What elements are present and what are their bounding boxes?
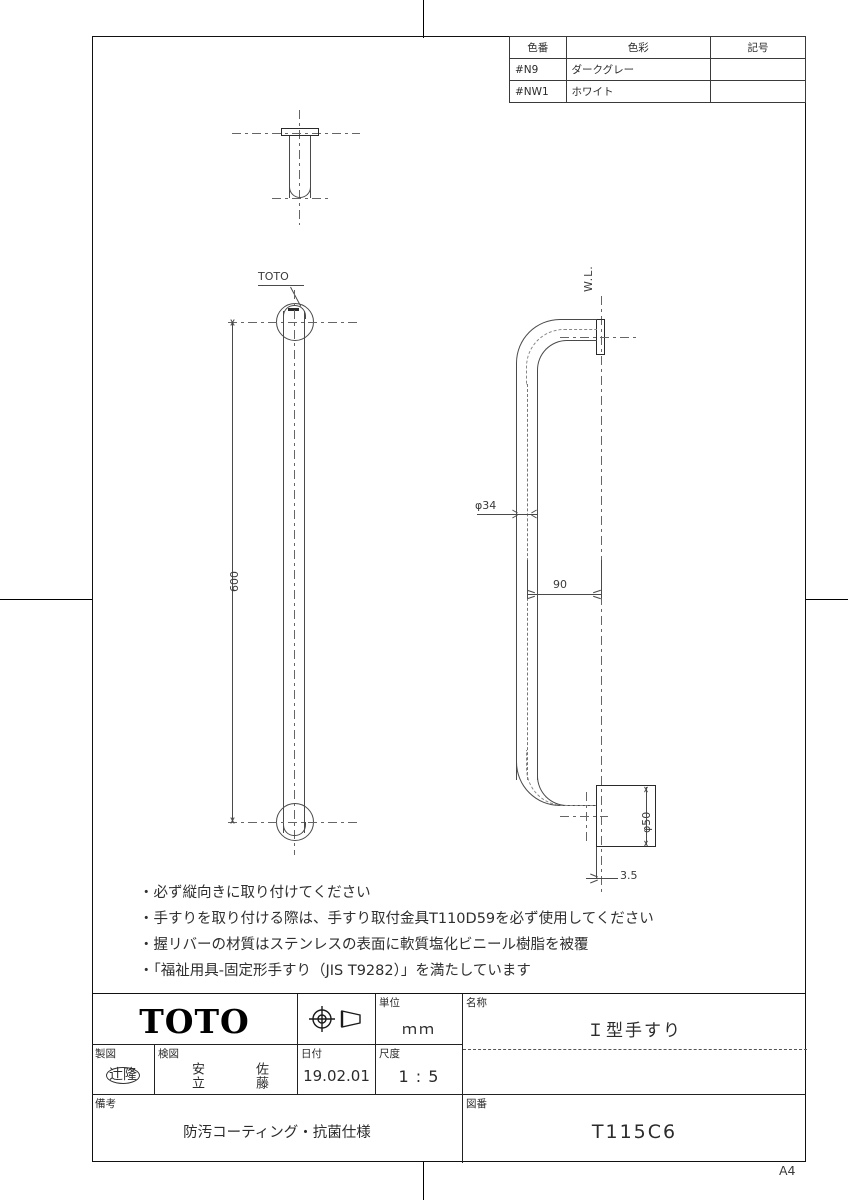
- table-header-row: 色番 色彩 記号: [509, 36, 807, 59]
- scale-cell: 尺度 1 : 5: [375, 1044, 462, 1094]
- color-table-header-code: 色番: [509, 36, 567, 59]
- color-code-2: #NW1: [509, 80, 567, 103]
- remarks-label: 備考: [95, 1098, 116, 1110]
- paper-size-label: A4: [779, 1163, 796, 1178]
- registration-mark-right: [806, 599, 848, 601]
- scale-label: 尺度: [379, 1048, 400, 1060]
- date-value: 19.02.01: [303, 1067, 370, 1085]
- checker-label: 検図: [158, 1048, 179, 1060]
- unit-label: 単位: [379, 997, 400, 1009]
- bar-diameter-label: φ34: [475, 499, 497, 512]
- table-row: #NW1 ホワイト: [509, 80, 807, 103]
- name-cell-divider: [463, 1049, 807, 1050]
- drawing-frame: [92, 36, 806, 1162]
- projection-symbol-cell: [297, 994, 375, 1044]
- note-item: ・必ず縦向きに取り付けてください: [139, 885, 371, 901]
- checker-name-2: 佐藤: [253, 1062, 268, 1090]
- drawing-no-label: 図番: [466, 1098, 487, 1110]
- table-row: #N9 ダークグレー: [509, 58, 807, 81]
- flange-thickness-label: 3.5: [620, 869, 638, 882]
- name-value: Ｉ型手すり: [587, 1021, 682, 1041]
- title-block: TOTO 単位 ｍｍ 名称 Ｉ型手すり 製図: [92, 993, 807, 1163]
- color-code-1: #N9: [509, 58, 567, 81]
- drafter-value: 辻隆: [106, 1067, 140, 1084]
- drafter-label: 製図: [95, 1048, 116, 1060]
- checker-cell: 検図 安立 佐藤: [154, 1044, 297, 1094]
- color-table-header-name: 色彩: [565, 36, 711, 59]
- color-name-1: ダークグレー: [565, 58, 711, 81]
- note-item: ・握リバーの材質はステンレスの表面に軟質塩化ビニール樹脂を被覆: [139, 937, 589, 953]
- notes-list: ・必ず縦向きに取り付けてください ・手すりを取り付ける際は、手すり取付金具T11…: [139, 880, 779, 984]
- drawing-number-cell: 図番 T115C6: [462, 1094, 806, 1163]
- unit-value: ｍｍ: [401, 1020, 436, 1038]
- remarks-value: 防汚コーティング・抗菌仕様: [183, 1125, 371, 1141]
- checker-name-1: 安立: [189, 1062, 204, 1090]
- date-cell: 日付 19.02.01: [297, 1044, 375, 1094]
- color-symbol-1: [709, 58, 807, 81]
- registration-mark-top: [423, 0, 425, 38]
- color-table: 色番 色彩 記号 #N9 ダークグレー #NW1 ホワイト: [509, 36, 807, 103]
- color-table-header-symbol: 記号: [709, 36, 807, 59]
- date-label: 日付: [301, 1048, 322, 1060]
- product-name-cell: 名称 Ｉ型手すり: [462, 994, 807, 1094]
- company-logo-cell: TOTO: [92, 994, 297, 1044]
- name-label: 名称: [466, 997, 487, 1009]
- scale-value: 1 : 5: [398, 1067, 440, 1086]
- registration-mark-left: [0, 599, 92, 601]
- note-item: ・手すりを取り付ける際は、手すり取付金具T110D59を必ず使用してください: [139, 911, 654, 927]
- color-name-2: ホワイト: [565, 80, 711, 103]
- drafter-cell: 製図 辻隆: [92, 1044, 154, 1094]
- note-item: ・「福祉用具-固定形手すり（JIS T9282）」を満たしています: [139, 963, 531, 979]
- drawing-no-value: T115C6: [591, 1121, 678, 1143]
- registration-mark-bottom: [423, 1162, 425, 1200]
- third-angle-projection-icon: [309, 1006, 361, 1032]
- color-symbol-2: [709, 80, 807, 103]
- length-dimension-label: 600: [228, 571, 241, 592]
- toto-logo: TOTO: [139, 1002, 250, 1041]
- water-line-label: W.L.: [582, 265, 595, 292]
- brand-callout-label: TOTO: [258, 270, 289, 283]
- unit-cell: 単位 ｍｍ: [375, 994, 462, 1044]
- remarks-cell: 備考 防汚コーティング・抗菌仕様: [92, 1094, 462, 1163]
- projection-dimension-label: 90: [553, 578, 567, 591]
